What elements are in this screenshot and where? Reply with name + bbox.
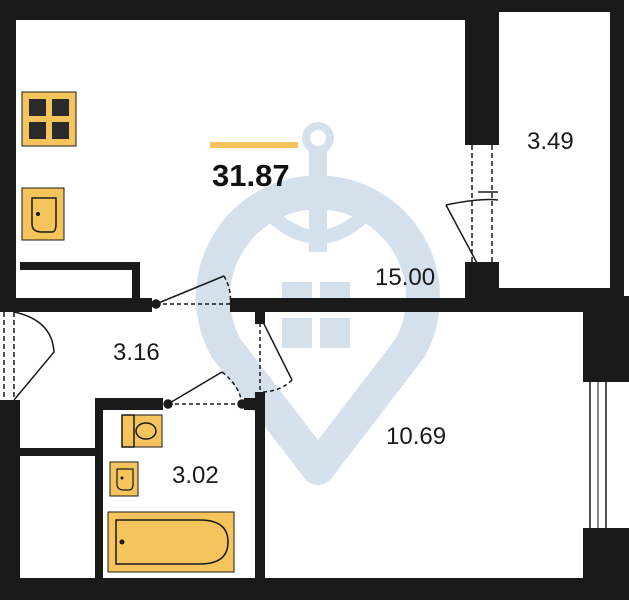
room-area-living-kitchen: 15.00 (375, 264, 435, 291)
kitchen-sink-icon (21, 187, 65, 241)
balcony-door (445, 145, 499, 266)
toilet-icon (121, 414, 163, 448)
window-hallway (3, 311, 55, 401)
total-area-accent-bar (210, 142, 298, 148)
total-area-label: 31.87 (212, 158, 290, 193)
room-area-bathroom: 3.02 (172, 462, 219, 489)
door-bathroom (163, 371, 247, 409)
window-bedroom (589, 382, 607, 528)
washbasin-icon (109, 461, 139, 497)
room-area-balcony: 3.49 (527, 128, 574, 155)
room-area-hallway: 3.16 (113, 339, 160, 366)
stove-icon (21, 91, 77, 147)
bathtub-icon (107, 511, 235, 573)
room-area-bedroom: 10.69 (386, 423, 446, 450)
door-kitchen (151, 275, 232, 309)
door-bedroom (255, 311, 293, 393)
